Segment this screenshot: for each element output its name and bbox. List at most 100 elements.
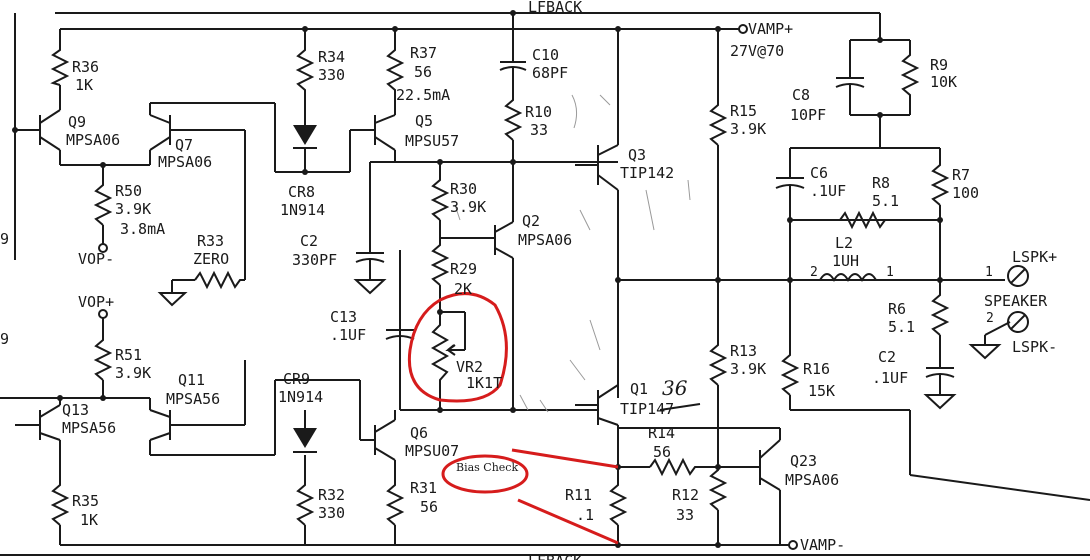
speaker-pin2: 2 xyxy=(986,311,994,326)
r15-ref: R15 xyxy=(730,102,757,120)
diode-cr9 xyxy=(293,428,317,453)
q23-part: MPSA06 xyxy=(785,471,839,489)
cr9-ref: CR9 xyxy=(283,370,310,388)
cr8-part: 1N914 xyxy=(280,201,325,219)
resistor-r34 xyxy=(295,45,315,95)
resistor-r11 xyxy=(608,480,628,526)
ground-symbol xyxy=(923,394,957,410)
q1-part: TIP147 xyxy=(620,400,674,418)
vr2-ref: VR2 xyxy=(456,358,483,376)
resistors xyxy=(50,45,950,526)
resistor-r51 xyxy=(93,335,113,381)
transistors xyxy=(39,109,781,491)
net-label-lfback-bottom: LFBACK xyxy=(528,552,582,560)
r12-ref: R12 xyxy=(672,486,699,504)
r51-ref: R51 xyxy=(115,346,142,364)
r15-value: 3.9K xyxy=(730,120,766,138)
vr2-highlight-ring xyxy=(407,292,508,403)
lspk-minus-terminal xyxy=(1007,311,1029,333)
q7-ref: Q7 xyxy=(175,136,193,154)
pencil-scribbles xyxy=(454,94,691,413)
q11-ref: Q11 xyxy=(178,371,205,389)
resistor-r14 xyxy=(649,457,700,477)
r9-ref: R9 xyxy=(930,56,948,74)
r29-ref: R29 xyxy=(450,260,477,278)
c6-value: .1UF xyxy=(810,182,846,200)
speaker-label: SPEAKER xyxy=(984,292,1048,310)
r16-ref: R16 xyxy=(803,360,830,378)
q13-ref: Q13 xyxy=(62,401,89,419)
resistor-r9 xyxy=(900,50,920,100)
bias-check-pointer-bottom xyxy=(517,498,619,545)
speaker-pin1: 1 xyxy=(985,265,993,280)
r12-value: 33 xyxy=(676,506,694,524)
q7-part: MPSA06 xyxy=(158,153,212,171)
q1-handwritten-value: 36 xyxy=(662,376,688,400)
r50-value: 3.9K xyxy=(115,200,151,218)
resistor-r31 xyxy=(385,480,405,526)
c8-ref: C8 xyxy=(792,86,810,104)
q6-ref: Q6 xyxy=(410,424,428,442)
r8-value: 5.1 xyxy=(872,192,899,210)
q23-ref: Q23 xyxy=(790,452,817,470)
capacitor-c6 xyxy=(775,175,805,195)
labels: LFBACK VAMP+ 27V@70 VAMP- LFBACK VOP- VO… xyxy=(0,0,1057,560)
r8-ref: R8 xyxy=(872,174,890,192)
speaker-plus-label: LSPK+ xyxy=(1012,248,1057,266)
net-label-vop-minus: VOP- xyxy=(78,250,114,268)
c13-ref: C13 xyxy=(330,308,357,326)
r33-ref: R33 xyxy=(197,232,224,250)
bias-check-annotation xyxy=(407,292,619,545)
wires xyxy=(0,12,1090,556)
r35-ref: R35 xyxy=(72,492,99,510)
r30-value: 3.9K xyxy=(450,198,486,216)
junction-dots xyxy=(12,10,943,548)
resistor-r50 xyxy=(93,180,113,226)
r31-ref: R31 xyxy=(410,479,437,497)
q6-part: MPSU07 xyxy=(405,442,459,460)
r37-value: 56 xyxy=(414,63,432,81)
r16-value: 15K xyxy=(808,382,835,400)
q2-ref: Q2 xyxy=(522,212,540,230)
trimmer-vr2 xyxy=(430,320,450,385)
r35-value: 1K xyxy=(80,511,98,529)
transistor-q2 xyxy=(494,221,514,259)
r32-value: 330 xyxy=(318,504,345,522)
q9-ref: Q9 xyxy=(68,113,86,131)
net-label-vamp-plus-note: 27V@70 xyxy=(730,42,784,60)
transistor-q11 xyxy=(149,409,171,441)
transistor-q3 xyxy=(575,144,619,191)
resistor-r33 xyxy=(194,270,245,290)
cr9-part: 1N914 xyxy=(278,388,323,406)
ground-symbol xyxy=(157,279,195,307)
l2-pin1: 1 xyxy=(886,265,894,280)
r34-ref: R34 xyxy=(318,48,345,66)
r34-value: 330 xyxy=(318,66,345,84)
l2-ref: L2 xyxy=(835,234,853,252)
resistor-r32 xyxy=(295,480,315,526)
net-label-vamp-minus: VAMP- xyxy=(800,536,845,554)
r13-value: 3.9K xyxy=(730,360,766,378)
resistor-r29 xyxy=(430,240,450,286)
speaker-terminals xyxy=(1007,265,1029,333)
transistor-q23 xyxy=(759,439,781,491)
q2-part: MPSA06 xyxy=(518,231,572,249)
q3-part: TIP142 xyxy=(620,164,674,182)
resistor-r37 xyxy=(385,45,405,100)
r7-ref: R7 xyxy=(952,166,970,184)
c2b-value: .1UF xyxy=(872,369,908,387)
r10-ref: R10 xyxy=(525,103,552,121)
diodes xyxy=(293,125,317,453)
r13-ref: R13 xyxy=(730,342,757,360)
transistor-q7 xyxy=(149,114,171,151)
c13-value: .1UF xyxy=(330,326,366,344)
resistor-r16 xyxy=(780,350,800,396)
r36-value: 1K xyxy=(75,76,93,94)
diode-cr8 xyxy=(293,125,317,149)
r14-value: 56 xyxy=(653,443,671,461)
transistor-q6 xyxy=(374,419,396,461)
r10-value: 33 xyxy=(530,121,548,139)
resistor-r10 xyxy=(503,95,523,141)
c2-ref: C2 xyxy=(300,232,318,250)
